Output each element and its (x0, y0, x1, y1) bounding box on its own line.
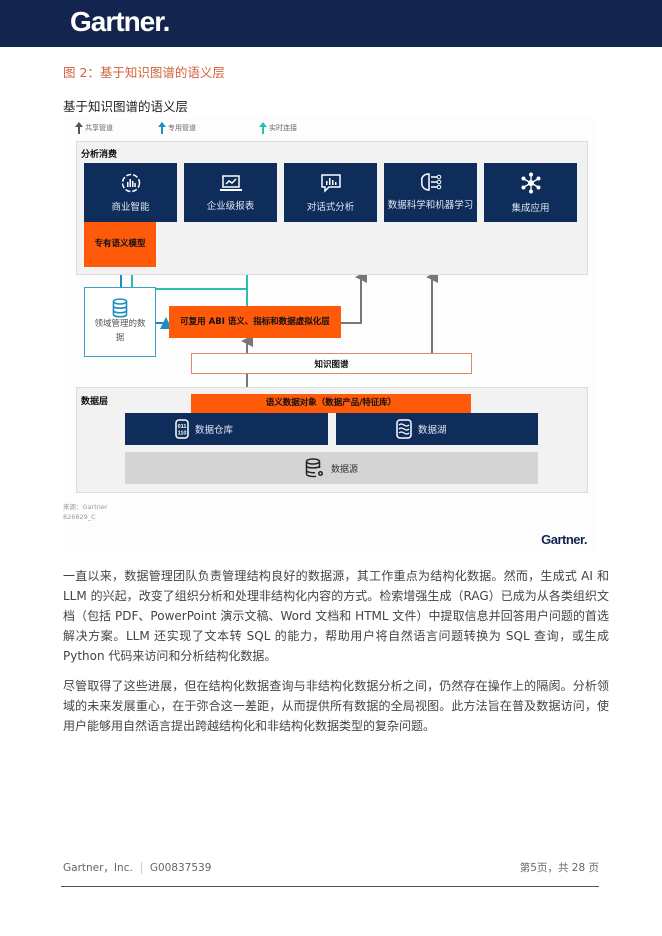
svg-text:110: 110 (178, 431, 187, 437)
lake-label: 数据湖 (418, 425, 447, 436)
knowledge-graph: 知识图谱 (191, 353, 472, 374)
data-sources: 数据源 (125, 452, 538, 484)
semantic-data-objects: 语义数据对象（数据产品/特征库） (191, 394, 471, 413)
legend-label: 实时连接 (269, 124, 297, 132)
page-number: 第5页，共 28 页 (519, 862, 599, 874)
brain-network-icon (420, 173, 441, 191)
legend-dedicated-pipeline: 专用管道 (158, 122, 196, 134)
domain-managed-data: 领域管理的数据 (84, 287, 156, 357)
tile-conversational-analytics: 对话式分析 (284, 163, 377, 222)
laptop-chart-icon (219, 174, 242, 191)
tile-label: 商业智能 (111, 201, 150, 213)
sources-label: 数据源 (330, 464, 358, 475)
data-warehouse: 011 110 数据仓库 (125, 413, 328, 445)
legend-label: 专用管道 (168, 124, 196, 132)
semantic-layer-diagram: 共享管道 专用管道 实时连接 分析消费 商业智能 企业级报表 对话式分析 (63, 117, 595, 550)
data-warehouse-icon: 011 110 (175, 419, 189, 439)
reusable-abi-semantic-layer: 可复用 ABI 语义、指标和数据虚拟化层 (169, 306, 341, 338)
tile-label: 数据科学和机器学习 (387, 199, 474, 211)
gartner-logo: Gartner. (70, 6, 170, 37)
chat-chart-icon (320, 173, 341, 193)
panel-label-data-layer: 数据层 (81, 397, 109, 407)
arrow-up-icon (75, 122, 83, 134)
source-note: 来源：Gartner (63, 503, 108, 511)
gartner-logo-small: Gartner. (541, 532, 587, 547)
panel-label-analytics: 分析消费 (81, 150, 118, 160)
footer-company: Gartner，Inc. (63, 862, 133, 874)
legend-label: 共享管道 (85, 124, 113, 132)
bi-chart-icon (121, 173, 140, 192)
footer-divider (140, 862, 142, 874)
tile-data-science-ml: 数据科学和机器学习 (384, 163, 477, 222)
footer-doc-id: G00837539 (149, 862, 212, 874)
domain-data-label: 领域管理的数据 (94, 319, 146, 343)
tile-integrated-apps: 集成应用 (484, 163, 577, 222)
data-lake-icon (396, 419, 412, 439)
tile-label: 对话式分析 (306, 201, 355, 213)
page-header: Gartner. (0, 0, 662, 47)
hub-network-icon (521, 172, 540, 193)
footer-rule (61, 886, 599, 887)
legend-realtime-connection: 实时连接 (259, 122, 297, 134)
tile-business-intelligence: 商业智能 (84, 163, 177, 222)
paragraph-1: 一直以来，数据管理团队负责管理结构良好的数据源，其工作重点为结构化数据。然而，生… (63, 569, 609, 663)
arrow-up-icon (259, 122, 267, 134)
tile-label: 企业级报表 (206, 200, 255, 212)
paragraph-2: 尽管取得了这些进展，但在结构化数据查询与非结构化数据分析之间，仍然存在操作上的隔… (63, 679, 609, 733)
legend-shared-pipeline: 共享管道 (75, 122, 113, 134)
figure-id: 826829_C (63, 513, 96, 521)
database-icon (112, 298, 128, 318)
tile-enterprise-reporting: 企业级报表 (184, 163, 277, 222)
tile-label: 集成应用 (511, 202, 550, 214)
arrow-up-icon (158, 122, 166, 134)
warehouse-label: 数据仓库 (195, 425, 234, 436)
data-lake: 数据湖 (336, 413, 538, 445)
figure-caption: 图 2：基于知识图谱的语义层 (63, 65, 225, 80)
database-gear-icon (305, 458, 323, 478)
svg-text:011: 011 (178, 424, 187, 430)
proprietary-semantic-model: 专有语义模型 (84, 222, 156, 267)
figure-title: 基于知识图谱的语义层 (63, 99, 189, 114)
